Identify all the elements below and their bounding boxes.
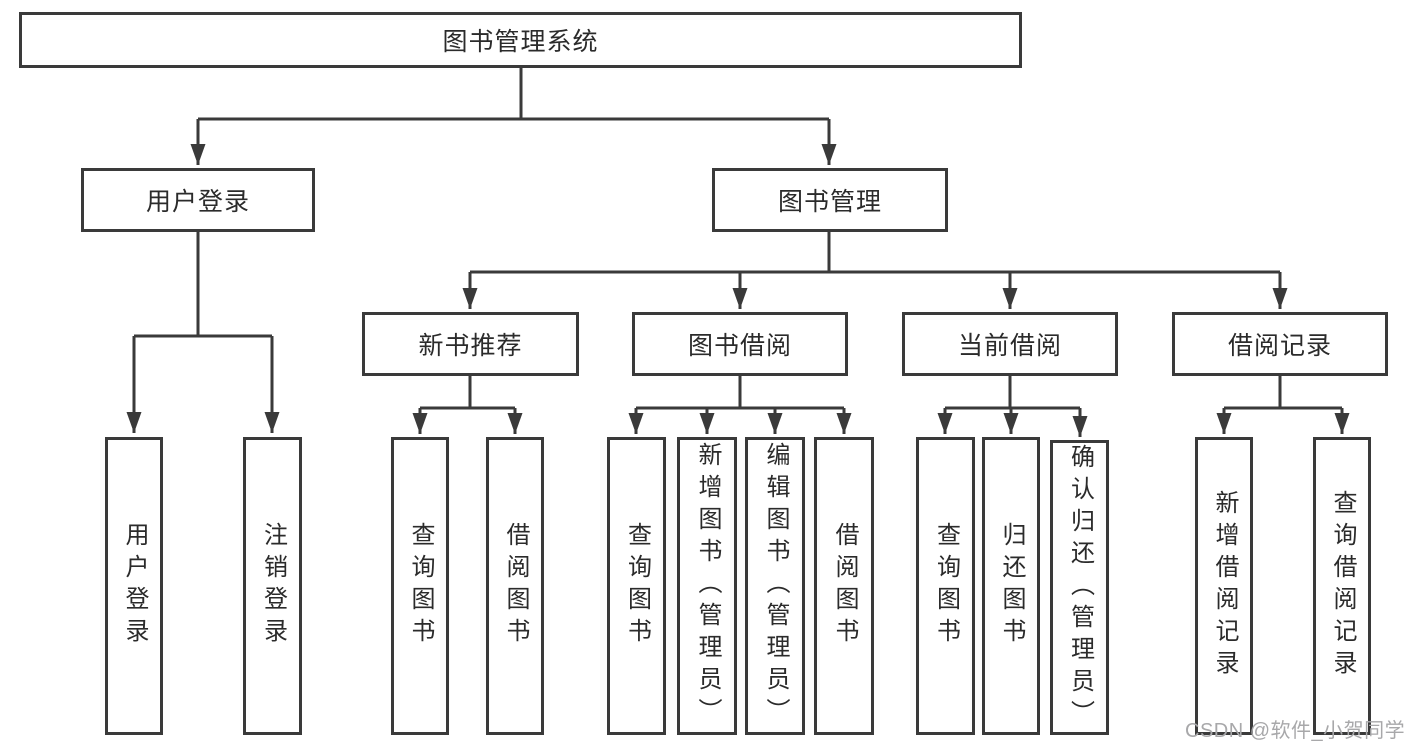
- node-leaf-confirm-return-admin: 确认归还（管理员）: [1050, 440, 1109, 735]
- node-leaf-query-books-borrowing: 查询图书: [607, 437, 666, 735]
- node-leaf-borrow-books-recommend: 借阅图书: [486, 437, 544, 735]
- node-leaf-add-books-admin: 新增图书（管理员）: [677, 437, 737, 735]
- node-leaf-query-books-recommend: 查询图书: [391, 437, 449, 735]
- node-leaf-query-borrow-record: 查询借阅记录: [1313, 437, 1371, 735]
- node-leaf-edit-books-admin: 编辑图书（管理员）: [745, 437, 805, 735]
- node-borrow-records: 借阅记录: [1172, 312, 1388, 376]
- node-leaf-user-login: 用户登录: [105, 437, 163, 735]
- node-leaf-add-borrow-record-label: 新增借阅记录: [1211, 490, 1238, 682]
- node-library-system-label: 图书管理系统: [442, 28, 599, 56]
- node-current-borrowing: 当前借阅: [902, 312, 1118, 376]
- node-leaf-query-books-current: 查询图书: [916, 437, 975, 735]
- node-leaf-return-books-label: 归还图书: [998, 522, 1025, 650]
- node-borrow-records-label: 借阅记录: [1227, 332, 1332, 360]
- node-leaf-add-books-admin-label: 新增图书（管理员）: [694, 442, 721, 730]
- node-leaf-query-books-current-label: 查询图书: [932, 522, 960, 650]
- node-leaf-add-borrow-record: 新增借阅记录: [1195, 437, 1253, 735]
- node-current-borrowing-label: 当前借阅: [957, 332, 1062, 360]
- node-leaf-return-books: 归还图书: [982, 437, 1040, 735]
- node-leaf-confirm-return-admin-label: 确认归还（管理员）: [1066, 443, 1094, 732]
- node-book-borrowing: 图书借阅: [632, 312, 848, 376]
- node-user-login: 用户登录: [81, 168, 315, 232]
- node-book-borrowing-label: 图书借阅: [687, 332, 792, 360]
- node-leaf-borrow-books-borrowing: 借阅图书: [814, 437, 874, 735]
- node-leaf-edit-books-admin-label: 编辑图书（管理员）: [762, 442, 789, 730]
- node-book-management-label: 图书管理: [777, 188, 882, 216]
- node-leaf-user-login-label: 用户登录: [121, 522, 148, 650]
- node-leaf-query-borrow-record-label: 查询借阅记录: [1329, 490, 1356, 682]
- node-leaf-logout: 注销登录: [243, 437, 302, 735]
- watermark-text: CSDN @软件_小贺同学: [1185, 720, 1405, 742]
- node-new-book-recommend-label: 新书推荐: [418, 332, 523, 360]
- node-new-book-recommend: 新书推荐: [362, 312, 579, 376]
- node-user-login-label: 用户登录: [145, 188, 250, 216]
- node-leaf-logout-label: 注销登录: [259, 522, 287, 650]
- node-leaf-query-books-borrowing-label: 查询图书: [623, 522, 651, 650]
- node-leaf-borrow-books-borrowing-label: 借阅图书: [831, 522, 858, 650]
- node-book-management: 图书管理: [712, 168, 948, 232]
- node-leaf-borrow-books-recommend-label: 借阅图书: [502, 522, 529, 650]
- node-leaf-query-books-recommend-label: 查询图书: [407, 522, 434, 650]
- node-library-system: 图书管理系统: [19, 12, 1022, 68]
